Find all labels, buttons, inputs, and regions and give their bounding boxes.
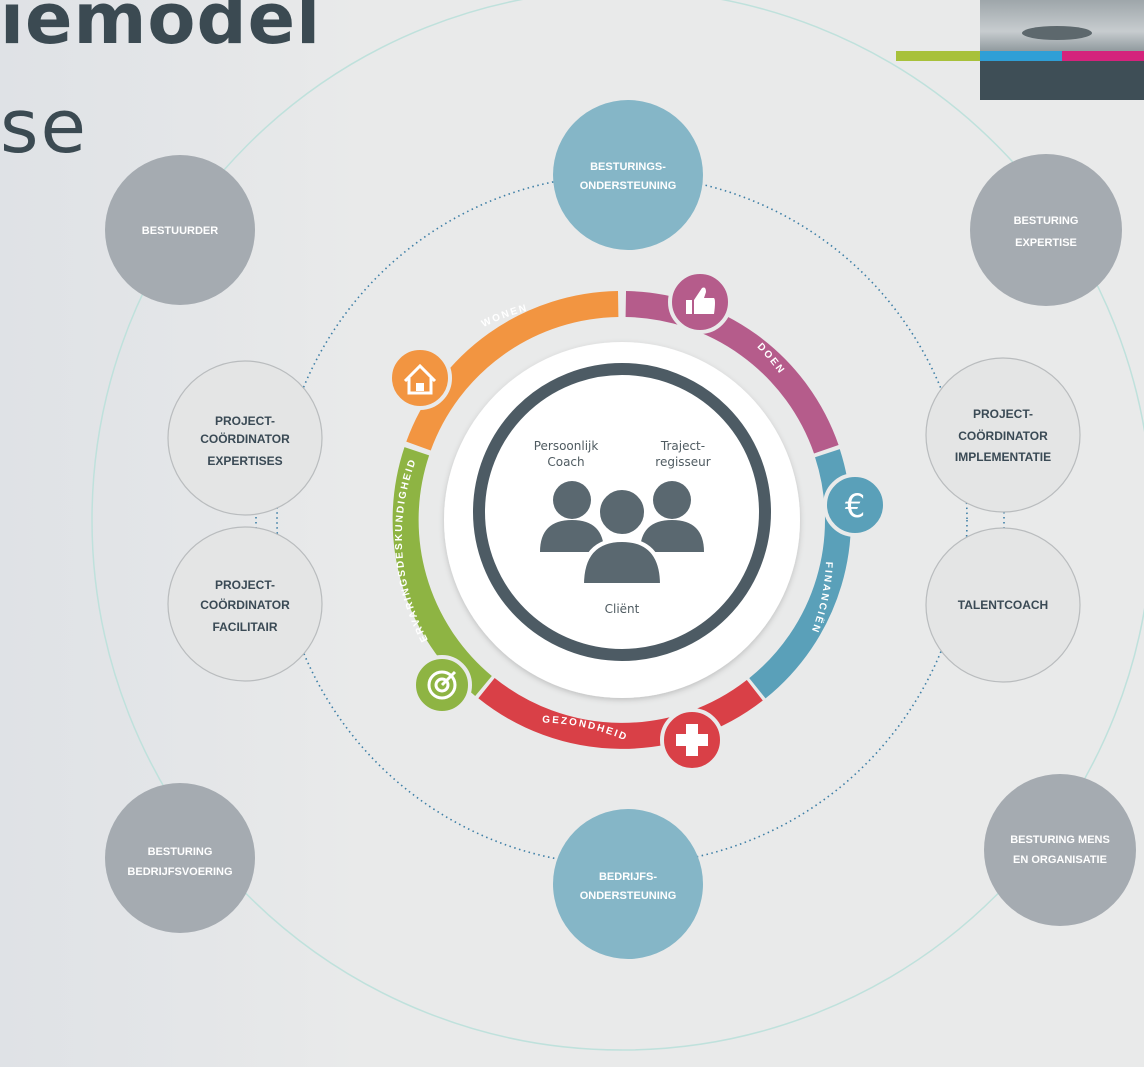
node-label: TALENTCOACH	[958, 598, 1048, 612]
node-label: EN ORGANISATIE	[1013, 854, 1107, 866]
node-bestuurder: BESTUURDER	[105, 155, 255, 305]
node-besturing-expertise: BESTURING EXPERTISE	[970, 154, 1122, 306]
center-label-regisseur: Traject-	[660, 439, 705, 453]
target-icon	[412, 655, 472, 715]
node-label: BESTUURDER	[142, 225, 218, 237]
node-label: BEDRIJFS-	[599, 871, 657, 883]
center-label-coach: Persoonlijk	[534, 439, 599, 453]
header-photo	[980, 0, 1144, 100]
node-besturing-mens: BESTURING MENS EN ORGANISATIE	[984, 774, 1136, 926]
node-label: ONDERSTEUNING	[580, 890, 677, 902]
segment-doen	[625, 291, 839, 454]
plus-icon	[660, 708, 724, 772]
accent-bar-magenta	[1062, 51, 1144, 61]
node-pc-expertises: PROJECT- COÖRDINATOR EXPERTISES	[167, 360, 323, 516]
thumbs-up-icon	[668, 270, 732, 334]
node-besturing-bedrijfsvoering: BESTURING BEDRIJFSVOERING	[105, 783, 255, 933]
node-label: COÖRDINATOR	[958, 428, 1048, 443]
node-label: PROJECT-	[215, 578, 275, 592]
accent-bar-blue	[980, 51, 1062, 61]
node-label: ONDERSTEUNING	[580, 180, 677, 192]
center-label-regisseur-2: regisseur	[655, 455, 710, 469]
node-label: BESTURING MENS	[1010, 834, 1110, 846]
node-bedrijfs-ondersteuning: BEDRIJFS- ONDERSTEUNING	[553, 809, 703, 959]
node-label: PROJECT-	[973, 407, 1033, 421]
node-label: BESTURINGS-	[590, 161, 666, 173]
node-label: COÖRDINATOR	[200, 597, 290, 612]
segment-wonen	[406, 291, 619, 451]
house-icon	[388, 346, 452, 410]
node-label: FACILITAIR	[212, 620, 277, 634]
outer-circle	[91, 0, 1144, 1051]
center-label-client: Cliënt	[605, 602, 640, 616]
node-label: EXPERTISE	[1015, 237, 1077, 249]
photo-mouth	[1022, 26, 1092, 40]
node-label: COÖRDINATOR	[200, 431, 290, 446]
page-title: iemodel	[0, 0, 322, 60]
segment-gezondheid	[478, 677, 763, 749]
center-label-coach-2: Coach	[547, 455, 584, 469]
node-talentcoach: TALENTCOACH	[925, 527, 1081, 683]
page-subtitle: se	[0, 84, 89, 170]
node-label: BESTURING	[148, 846, 213, 858]
euro-icon: €	[823, 473, 887, 537]
node-besturings-ondersteuning: BESTURINGS- ONDERSTEUNING	[553, 100, 703, 250]
accent-bar-green	[896, 51, 980, 61]
node-label: EXPERTISES	[207, 454, 282, 468]
svg-text:€: €	[845, 487, 865, 525]
people-group-icon	[540, 481, 704, 587]
node-pc-implementatie: PROJECT- COÖRDINATOR IMPLEMENTATIE	[925, 357, 1081, 513]
node-label: BESTURING	[1014, 215, 1079, 227]
node-label: PROJECT-	[215, 414, 275, 428]
node-pc-facilitair: PROJECT- COÖRDINATOR FACILITAIR	[167, 526, 323, 682]
node-label: IMPLEMENTATIE	[955, 450, 1051, 464]
node-label: BEDRIJFSVOERING	[127, 866, 232, 878]
